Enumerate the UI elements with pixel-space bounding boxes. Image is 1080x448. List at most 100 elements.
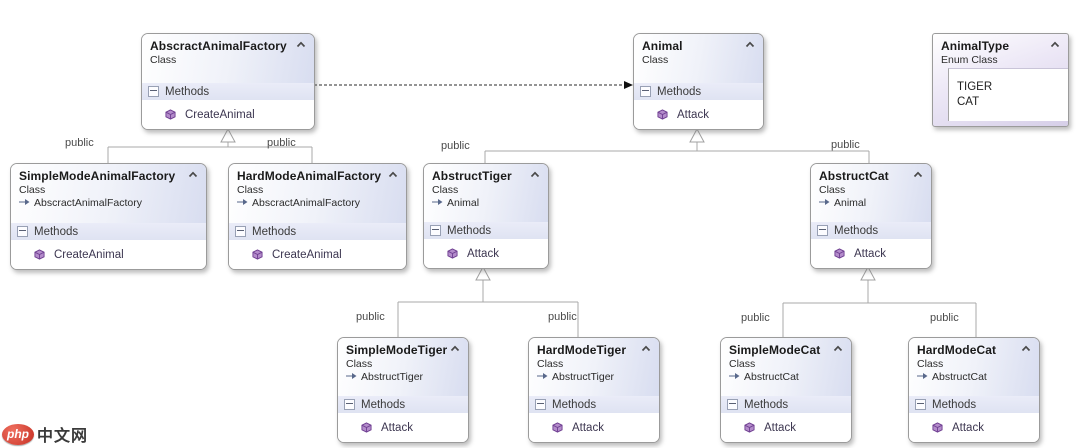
class-box-abstruct-tiger[interactable]: AbstructTiger Class Animal Methods Attac…: [423, 163, 549, 269]
class-box-hard-mode-animal-factory[interactable]: HardModeAnimalFactory Class AbscractAnim…: [228, 163, 407, 270]
collapse-chevron-icon[interactable]: [530, 171, 540, 178]
collapse-expander-icon[interactable]: [727, 399, 738, 410]
collapse-chevron-icon[interactable]: [745, 41, 755, 48]
method-row[interactable]: CreateAnimal: [11, 240, 206, 269]
method-icon: [932, 422, 943, 433]
methods-section-header[interactable]: Methods: [11, 223, 206, 240]
base-class-name: Animal: [447, 197, 480, 209]
method-name: CreateAnimal: [272, 248, 342, 261]
collapse-chevron-icon[interactable]: [188, 171, 198, 178]
class-title: SimpleModeCat: [729, 343, 821, 357]
collapse-chevron-icon[interactable]: [1050, 41, 1060, 48]
inherits-arrow-icon: [819, 197, 830, 209]
enum-kind-label: Enum Class: [941, 54, 998, 66]
collapse-expander-icon[interactable]: [535, 399, 546, 410]
collapse-expander-icon[interactable]: [148, 86, 159, 97]
collapse-chevron-icon[interactable]: [833, 345, 843, 352]
collapse-chevron-icon[interactable]: [1021, 345, 1031, 352]
collapse-expander-icon[interactable]: [430, 225, 441, 236]
enum-value[interactable]: TIGER: [957, 81, 993, 93]
generalization-triangle-icon: [689, 127, 705, 143]
collapse-chevron-icon[interactable]: [450, 345, 460, 352]
methods-label: Methods: [447, 224, 492, 237]
method-row[interactable]: Attack: [424, 239, 548, 268]
methods-section-header[interactable]: Methods: [424, 222, 548, 239]
collapse-expander-icon[interactable]: [640, 86, 651, 97]
methods-section-header[interactable]: Methods: [721, 396, 851, 413]
methods-section-header[interactable]: Methods: [338, 396, 468, 413]
class-header: SimpleModeAnimalFactory Class AbscractAn…: [11, 164, 206, 223]
method-icon: [252, 249, 263, 260]
method-name: Attack: [764, 421, 796, 434]
methods-section-header[interactable]: Methods: [529, 396, 659, 413]
base-class-row: Animal: [819, 197, 923, 209]
methods-section-header[interactable]: Methods: [142, 83, 314, 100]
connector-label-public: public: [356, 311, 385, 323]
method-row[interactable]: Attack: [338, 413, 468, 442]
method-row[interactable]: Attack: [634, 100, 763, 129]
class-kind-label: Class: [19, 184, 46, 196]
class-box-hard-mode-tiger[interactable]: HardModeTiger Class AbstructTiger Method…: [528, 337, 660, 443]
class-box-abstruct-cat[interactable]: AbstructCat Class Animal Methods Attack: [810, 163, 932, 269]
method-name: Attack: [572, 421, 604, 434]
collapse-expander-icon[interactable]: [344, 399, 355, 410]
class-box-hard-mode-cat[interactable]: HardModeCat Class AbstructCat Methods At…: [908, 337, 1040, 443]
enum-value[interactable]: CAT: [957, 96, 980, 108]
class-box-simple-mode-tiger[interactable]: SimpleModeTiger Class AbstructTiger Meth…: [337, 337, 469, 443]
inherits-arrow-icon: [917, 371, 928, 383]
class-box-abscract-animal-factory[interactable]: AbscractAnimalFactory Class Methods Crea…: [141, 33, 315, 130]
class-box-animal[interactable]: Animal Class Methods Attack: [633, 33, 764, 130]
methods-section-header[interactable]: Methods: [909, 396, 1039, 413]
class-title: SimpleModeTiger: [346, 343, 448, 357]
class-title: AbstructTiger: [432, 169, 512, 183]
collapse-expander-icon[interactable]: [817, 225, 828, 236]
class-header: SimpleModeTiger Class AbstructTiger: [338, 338, 468, 396]
collapse-chevron-icon[interactable]: [913, 171, 923, 178]
methods-section-header[interactable]: Methods: [811, 222, 931, 239]
php-logo-icon: php: [2, 423, 34, 445]
method-row[interactable]: Attack: [909, 413, 1039, 442]
method-name: Attack: [467, 247, 499, 260]
connector-label-public: public: [65, 137, 94, 149]
inheritance-line-tiger: [397, 280, 579, 337]
method-row[interactable]: CreateAnimal: [142, 100, 314, 129]
methods-label: Methods: [834, 224, 879, 237]
collapse-chevron-icon[interactable]: [388, 171, 398, 178]
class-kind-label: Class: [237, 184, 264, 196]
methods-label: Methods: [932, 398, 977, 411]
collapse-expander-icon[interactable]: [915, 399, 926, 410]
enum-box-animal-type[interactable]: AnimalType Enum Class TIGER CAT: [932, 33, 1069, 127]
method-row[interactable]: Attack: [529, 413, 659, 442]
inherits-arrow-icon: [432, 197, 443, 209]
method-row[interactable]: CreateAnimal: [229, 240, 406, 269]
collapse-chevron-icon[interactable]: [296, 41, 306, 48]
method-row[interactable]: Attack: [721, 413, 851, 442]
methods-section-header[interactable]: Methods: [634, 83, 763, 100]
inherits-arrow-icon: [537, 371, 548, 383]
base-class-name: AbscractAnimalFactory: [34, 197, 142, 209]
connector-label-public: public: [548, 311, 577, 323]
methods-section-header[interactable]: Methods: [229, 223, 406, 240]
class-box-simple-mode-animal-factory[interactable]: SimpleModeAnimalFactory Class AbscractAn…: [10, 163, 207, 270]
methods-label: Methods: [252, 225, 297, 238]
method-name: CreateAnimal: [185, 108, 255, 121]
method-icon: [744, 422, 755, 433]
class-box-simple-mode-cat[interactable]: SimpleModeCat Class AbstructCat Methods …: [720, 337, 852, 443]
method-name: Attack: [854, 247, 886, 260]
method-row[interactable]: Attack: [811, 239, 931, 268]
method-icon: [34, 249, 45, 260]
method-icon: [552, 422, 563, 433]
class-title: AbstructCat: [819, 169, 889, 183]
class-kind-label: Class: [729, 358, 756, 370]
collapse-expander-icon[interactable]: [17, 226, 28, 237]
watermark-site-text: 中文网: [37, 428, 89, 445]
class-kind-label: Class: [642, 54, 669, 66]
collapse-expander-icon[interactable]: [235, 226, 246, 237]
enum-header: AnimalType Enum Class: [933, 34, 1068, 66]
class-title: AbscractAnimalFactory: [150, 39, 287, 53]
collapse-chevron-icon[interactable]: [641, 345, 651, 352]
connector-label-public: public: [930, 312, 959, 324]
enum-title: AnimalType: [941, 39, 1010, 53]
method-icon: [361, 422, 372, 433]
